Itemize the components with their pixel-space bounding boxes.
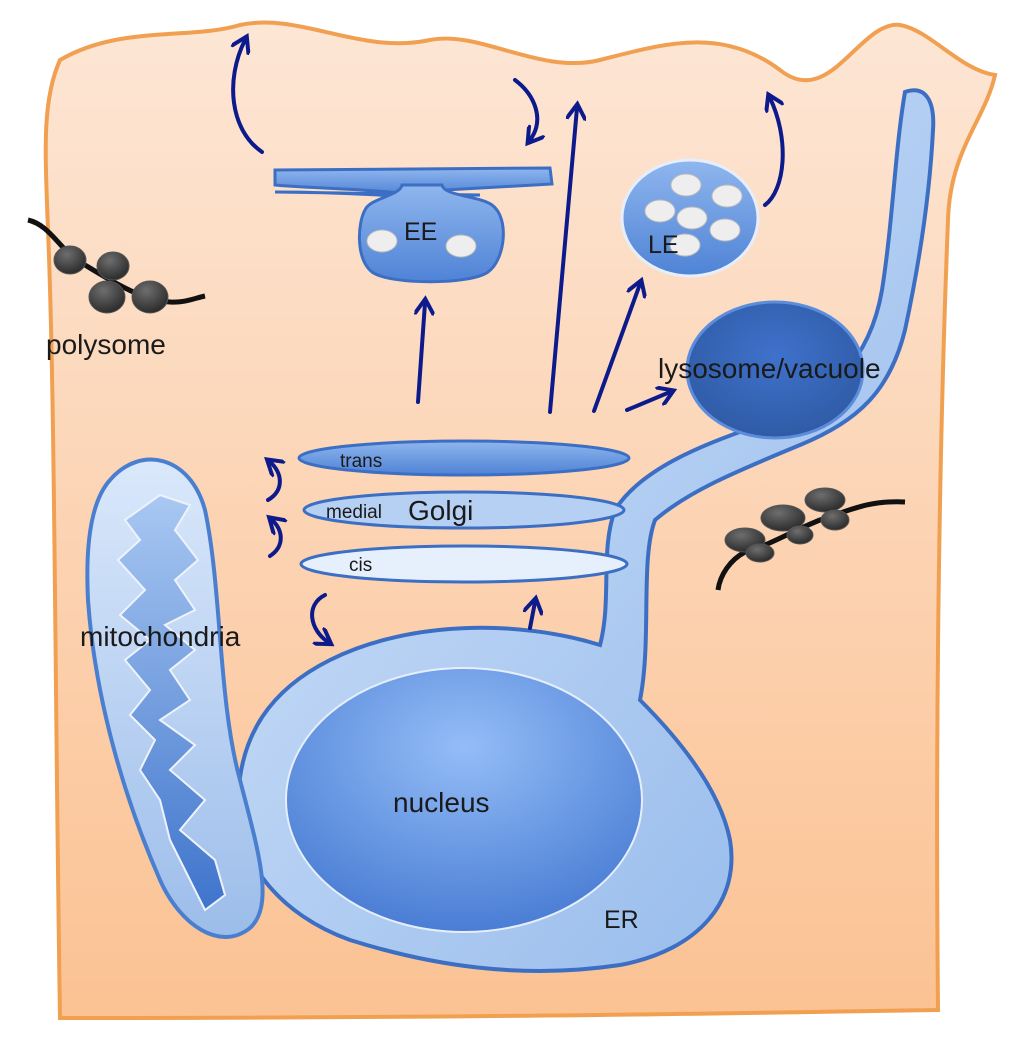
arrow-le-to-membrane — [763, 98, 785, 207]
label-polysome: polysome — [46, 329, 166, 360]
label-medial: medial — [326, 502, 382, 523]
le-cargo-cluster — [644, 173, 743, 257]
golgi-trans-cisterna — [297, 439, 631, 477]
label-nucleus: nucleus — [393, 787, 490, 818]
arrow-tubule-to-membrane — [233, 40, 264, 154]
label-lysosome-vacuole: lysosome/vacuole — [658, 353, 881, 384]
mitochondria-cristae — [116, 493, 227, 912]
trafficking-arrows — [233, 40, 785, 642]
label-ee: EE — [404, 218, 437, 246]
polysome-top-left — [27, 217, 206, 314]
golgi-cis-cisterna — [299, 544, 629, 584]
arrow-golgi-to-membrane — [548, 108, 577, 414]
arrow-membrane-to-tubule — [513, 78, 537, 140]
arrow-golgi-to-le — [592, 284, 640, 413]
arrow-golgi-to-ee — [418, 303, 425, 404]
ee-vesicle — [357, 183, 505, 284]
golgi-medial-cisterna — [302, 490, 626, 530]
arrow-er-to-golgi — [310, 593, 328, 642]
label-er: ER — [604, 906, 639, 934]
ee-cargo — [366, 229, 398, 253]
lysosome-vacuole — [685, 300, 865, 440]
label-le: LE — [648, 231, 679, 259]
arrow-cis-to-medial — [270, 520, 281, 558]
arrow-er-to-cis — [530, 602, 535, 630]
nucleus — [285, 667, 643, 933]
label-golgi: Golgi — [408, 495, 473, 526]
label-cis: cis — [349, 555, 372, 576]
arrow-golgi-to-lysosome — [625, 392, 670, 412]
label-trans: trans — [340, 451, 382, 472]
ee-cargo — [445, 234, 477, 258]
polysome-er — [715, 487, 906, 591]
arrow-medial-to-trans — [268, 462, 280, 502]
label-mitochondria: mitochondria — [80, 621, 241, 652]
